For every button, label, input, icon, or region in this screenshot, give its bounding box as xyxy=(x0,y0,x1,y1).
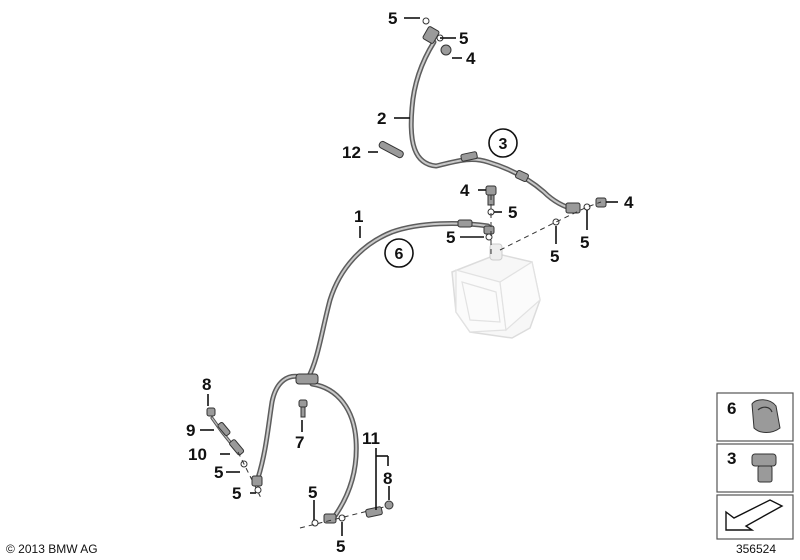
callout-5-abs-left: 5 xyxy=(446,228,455,247)
abs-pressure-modulator xyxy=(451,243,541,339)
callout-8-right: 8 xyxy=(383,469,392,488)
hose-end-assembly-right xyxy=(299,500,394,529)
callout-5-bottom: 5 xyxy=(336,537,345,556)
callout-4-top: 4 xyxy=(466,49,476,68)
callout-5-rear-right: 5 xyxy=(308,483,317,502)
washer-5-far-right xyxy=(583,203,591,211)
callout-9: 9 xyxy=(186,421,195,440)
callout-12: 12 xyxy=(342,143,361,162)
arrow-icon xyxy=(725,499,784,531)
banjo-abs-left xyxy=(483,225,495,235)
drawing-number: 356524 xyxy=(735,542,776,556)
callout-11: 11 xyxy=(362,429,380,448)
leader-lines xyxy=(200,17,618,536)
washer-5-abs-right xyxy=(552,218,560,226)
callout-10: 10 xyxy=(188,445,207,464)
legend-arrow xyxy=(716,494,794,540)
washer-5-rear-left xyxy=(254,486,262,494)
grommet-12 xyxy=(378,140,404,159)
callout-6-circle-label: 6 xyxy=(395,246,404,263)
callout-5-rear-left-lower: 5 xyxy=(232,484,241,503)
callout-8-left: 8 xyxy=(202,375,211,394)
legend-item-6: 6 xyxy=(716,392,794,442)
callout-5-right: 5 xyxy=(580,233,589,252)
hose-end-assembly-left xyxy=(206,407,263,501)
copyright-text: © 2013 BMW AG xyxy=(6,542,98,556)
callout-6-circle: 6 xyxy=(384,238,414,268)
callout-2: 2 xyxy=(377,109,386,128)
callout-3-circle: 3 xyxy=(488,128,518,158)
callout-7: 7 xyxy=(295,433,304,452)
callout-4-right: 4 xyxy=(624,193,634,212)
banjo-fitting-top xyxy=(422,17,452,56)
banjo-rear-left xyxy=(251,475,263,487)
callout-3-circle-label: 3 xyxy=(499,136,508,153)
bolt-7 xyxy=(298,399,308,418)
brake-line-1 xyxy=(305,219,491,381)
brake-line-rear-right xyxy=(309,381,359,523)
brake-line-2 xyxy=(408,39,581,214)
callout-5-top-right: 5 xyxy=(459,29,468,48)
assembly-line-right xyxy=(499,201,602,251)
callout-5-rear-left: 5 xyxy=(214,463,223,482)
clip-junction xyxy=(295,373,319,385)
callout-4-middle: 4 xyxy=(460,181,470,200)
legend-label-6: 6 xyxy=(727,399,736,418)
legend-label-3: 3 xyxy=(727,449,736,468)
callout-1: 1 xyxy=(354,207,363,226)
callout-5-abs-bottom: 5 xyxy=(550,247,559,266)
callout-5-middle: 5 xyxy=(508,203,517,222)
legend-item-3: 3 xyxy=(716,443,794,493)
callout-5-top: 5 xyxy=(388,9,397,28)
brake-line-rear-left xyxy=(255,373,307,481)
